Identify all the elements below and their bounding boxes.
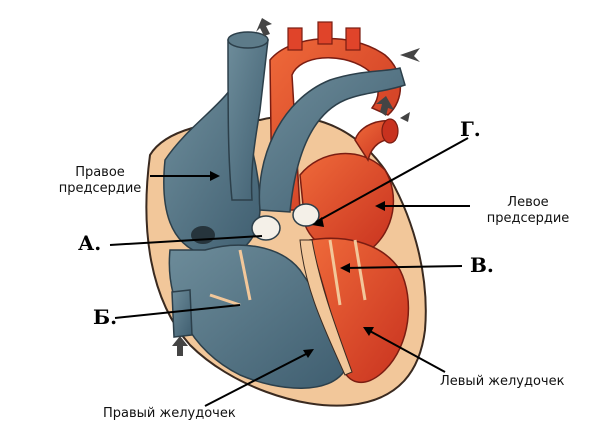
label-right-atrium: Правое предсердие	[45, 165, 155, 197]
leader-arrowheads	[210, 171, 385, 358]
label-left-atrium-text: Левое предсердие	[486, 195, 570, 226]
arrow-down-icon	[256, 18, 272, 36]
superior-vena-cava-opening	[227, 31, 269, 49]
label-left-ventricle: Левый желудочек	[440, 374, 565, 389]
tricuspid-valve	[251, 215, 281, 241]
letter-g: Г.	[460, 117, 481, 141]
aortic-branch-3	[345, 27, 361, 51]
leader-g	[315, 137, 469, 223]
leader-b	[114, 304, 241, 319]
arrow-up-icon	[172, 336, 188, 356]
chordae-tendineae	[209, 239, 367, 307]
flow-arrows	[172, 18, 420, 356]
superior-vena-cava	[227, 39, 269, 201]
label-right-atrium-text: Правое предсердие	[58, 165, 142, 196]
interventricular-septum	[299, 239, 353, 376]
pulmonary-vein-opening	[381, 118, 399, 144]
leader-lines	[109, 137, 470, 407]
aortic-branch-1	[287, 27, 303, 51]
arrow-right-icon	[400, 48, 420, 62]
pulmonary-artery	[258, 67, 406, 213]
letter-v: В.	[470, 253, 494, 277]
leader-v	[344, 265, 463, 269]
label-right-ventricle: Правый желудочек	[103, 406, 236, 421]
leader-a	[109, 235, 263, 246]
arrow-down-icon	[400, 112, 410, 122]
inferior-vena-cava	[171, 289, 193, 338]
aortic-branch-2	[317, 21, 333, 45]
arrow-down-icon	[376, 96, 394, 116]
leader-left-ventricle	[367, 329, 446, 373]
coronary-sinus	[191, 226, 215, 244]
label-left-atrium: Левое предсердие	[468, 195, 588, 227]
leader-right-ventricle	[204, 351, 311, 407]
letter-b: Б.	[93, 305, 118, 329]
letter-a: А.	[78, 231, 102, 255]
pulmonary-valve	[292, 203, 320, 227]
